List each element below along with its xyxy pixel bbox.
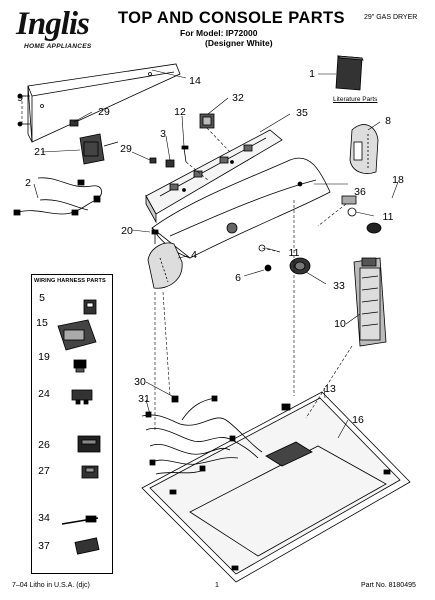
lint-filter <box>353 257 387 347</box>
end-cap-right <box>349 124 379 174</box>
footer-part-number: Part No. 8180495 <box>361 582 416 589</box>
screw-12 <box>181 145 189 163</box>
part-3 <box>165 159 175 168</box>
brand-name: Inglis <box>16 6 90 42</box>
part-37 <box>74 537 100 555</box>
callout-14: 14 <box>189 75 201 87</box>
callout-33: 33 <box>333 280 345 292</box>
callout-6: 6 <box>235 272 241 284</box>
callout-5: 5 <box>39 292 45 304</box>
callout-36: 36 <box>354 186 366 198</box>
brand-logo: Inglis HOME APPLIANCES <box>10 6 96 54</box>
footer-litho: 7–04 Litho in U.S.A. (djc) <box>12 582 90 589</box>
model-line: For Model: IP72000 <box>180 28 258 38</box>
callout-10: 10 <box>334 318 346 330</box>
literature-label: Literature Parts <box>333 96 378 103</box>
callout-32: 32 <box>232 92 244 104</box>
wiring-harness-box <box>31 274 113 574</box>
callout-24: 24 <box>38 388 50 400</box>
assembly-lines <box>21 96 353 430</box>
callout-21: 21 <box>34 146 46 158</box>
clip-29 <box>69 119 157 164</box>
callout-27: 27 <box>38 465 50 477</box>
callout-20: 20 <box>121 225 133 237</box>
callout-29-lower: 29 <box>120 143 132 155</box>
clip-30 <box>171 395 179 403</box>
callout-26: 26 <box>38 439 50 451</box>
wire-harness-2 <box>13 177 102 216</box>
callout-15: 15 <box>36 317 48 329</box>
callout-9: 9 <box>17 92 23 104</box>
control-21 <box>79 133 119 165</box>
callout-13: 13 <box>324 383 336 395</box>
page-title: TOP AND CONSOLE PARTS <box>118 9 345 27</box>
callout-2: 2 <box>25 177 31 189</box>
part-34 <box>61 515 99 525</box>
callout-18: 18 <box>392 174 404 186</box>
footer-page-number: 1 <box>215 582 219 589</box>
callout-16: 16 <box>352 414 364 426</box>
callout-19: 19 <box>38 351 50 363</box>
callout-1: 1 <box>309 68 315 80</box>
callout-8: 8 <box>385 115 391 127</box>
callout-11-lower: 11 <box>288 247 300 259</box>
dryer-top <box>141 391 411 583</box>
wiring-harness-parts <box>57 299 101 555</box>
callout-35: 35 <box>296 107 308 119</box>
knob-parts-18 <box>341 195 382 234</box>
callout-31: 31 <box>138 393 150 405</box>
callout-29-upper: 29 <box>98 106 110 118</box>
part-24 <box>71 389 93 401</box>
callout-37: 37 <box>38 540 50 552</box>
brand-tagline: HOME APPLIANCES <box>24 43 92 50</box>
end-cap-left <box>147 242 183 289</box>
callout-3: 3 <box>160 128 166 140</box>
leader-lines <box>20 69 399 439</box>
knob-parts-lower <box>258 244 311 275</box>
variant-line: (Designer White) <box>205 38 273 48</box>
switch-32 <box>199 113 215 129</box>
callout-11-upper: 11 <box>382 211 394 223</box>
callout-4: 4 <box>191 249 197 261</box>
screw-20 <box>151 229 159 244</box>
wiring-bundle-31 <box>141 395 263 475</box>
console-panel <box>145 129 283 224</box>
callout-30: 30 <box>134 376 146 388</box>
callout-12: 12 <box>174 106 186 118</box>
callout-34: 34 <box>38 512 50 524</box>
console-back-panel <box>27 63 181 143</box>
console-front <box>151 157 331 259</box>
wiring-harness-title: WIRING HARNESS PARTS <box>34 278 106 284</box>
product-type: 29" GAS DRYER <box>364 14 418 21</box>
literature-booklet <box>335 55 364 91</box>
